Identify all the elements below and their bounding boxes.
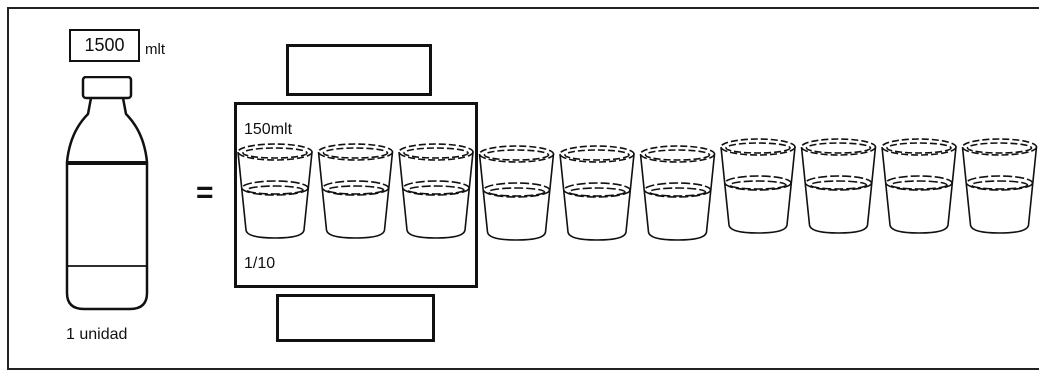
glass-icon bbox=[399, 144, 473, 238]
bottle-volume-unit: mlt bbox=[145, 41, 165, 58]
bottle-label: 1 unidad bbox=[66, 326, 127, 344]
answer-box-bottom[interactable] bbox=[276, 294, 435, 342]
bottle-volume-box: 1500 bbox=[69, 29, 140, 62]
glass-icon bbox=[963, 139, 1037, 233]
glass-fraction-label: 1/10 bbox=[244, 255, 275, 273]
bottle-volume-value: 1500 bbox=[84, 35, 124, 56]
glass-icon bbox=[721, 139, 795, 233]
glass-icon bbox=[480, 146, 554, 240]
glass-icon bbox=[319, 144, 393, 238]
glass-icon bbox=[641, 146, 715, 240]
equals-sign: = bbox=[196, 176, 214, 210]
glass-icon bbox=[802, 139, 876, 233]
answer-box-top[interactable] bbox=[286, 44, 432, 96]
bottle-icon bbox=[60, 76, 160, 316]
glass-icon bbox=[882, 139, 956, 233]
glasses-row bbox=[230, 130, 1040, 245]
glass-icon bbox=[238, 144, 312, 238]
glass-icon bbox=[560, 146, 634, 240]
